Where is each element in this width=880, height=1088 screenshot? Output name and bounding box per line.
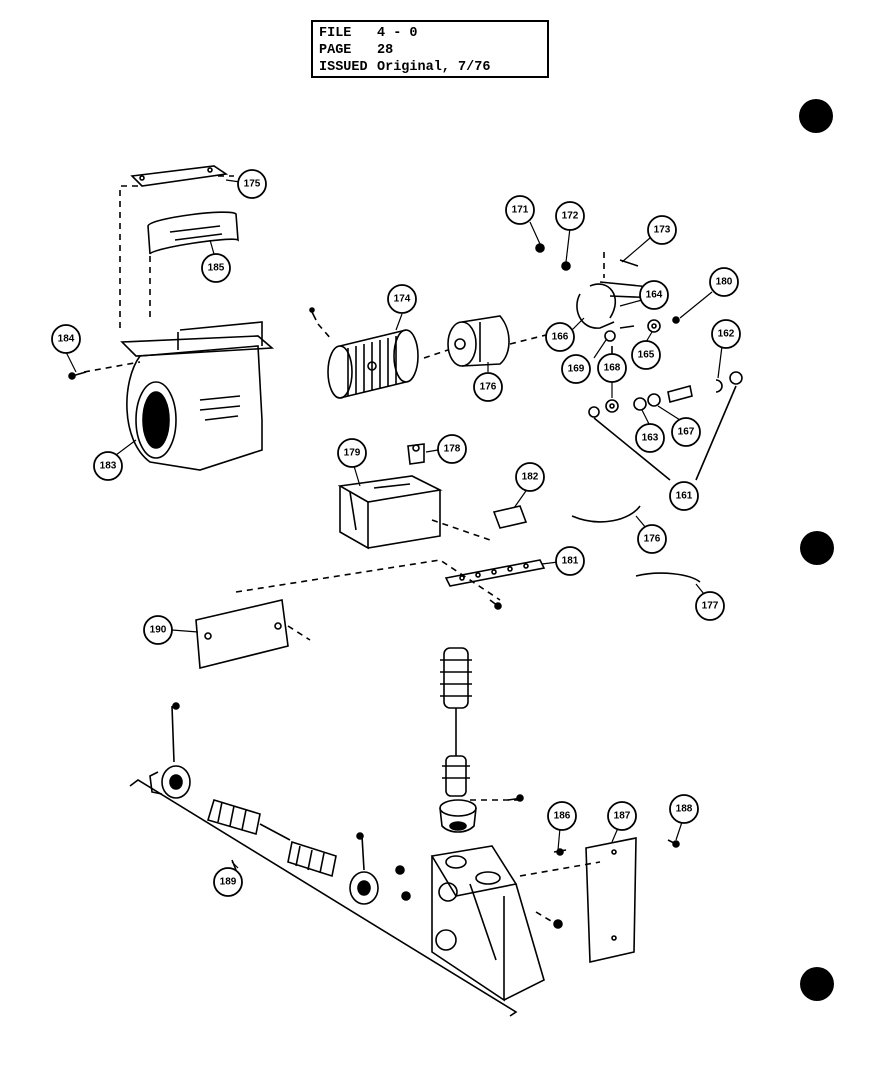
file-label: FILE <box>319 26 352 41</box>
callout-bubble <box>387 284 417 314</box>
junction-cover-plate <box>553 837 680 963</box>
callout-188: 188 <box>676 804 693 815</box>
page-label: PAGE <box>319 43 352 58</box>
callout-173: 173 <box>654 225 671 236</box>
callout-bubble <box>213 867 243 897</box>
callout-165: 165 <box>638 350 655 361</box>
callout-164: 164 <box>646 290 663 301</box>
blower-motor <box>447 315 510 367</box>
callout-bubble <box>201 253 231 283</box>
callout-172: 172 <box>562 211 579 222</box>
callout-179: 179 <box>344 448 361 459</box>
terminal-strip <box>444 559 546 610</box>
callout-bubble <box>561 354 591 384</box>
wire-arc <box>635 572 701 583</box>
callout-175: 175 <box>244 179 261 190</box>
issued-value: Original, 7/76 <box>377 60 491 75</box>
top-bracket <box>130 165 229 187</box>
callout-171: 171 <box>512 205 529 216</box>
assembly-guide-lines <box>83 175 605 925</box>
callout-bubble <box>555 546 585 576</box>
heater-element-upper <box>440 647 472 797</box>
callout-bubble <box>555 201 585 231</box>
callout-167: 167 <box>678 427 695 438</box>
callout-bubble <box>237 169 267 199</box>
callout-bubble <box>515 462 545 492</box>
callout-bubble <box>545 322 575 352</box>
callout-bubble <box>671 417 701 447</box>
callout-184: 184 <box>58 334 75 345</box>
callout-161: 161 <box>676 491 693 502</box>
callout-bubble <box>711 319 741 349</box>
callout-bubble <box>637 524 667 554</box>
nut-fitting <box>439 794 524 833</box>
callout-bubble <box>669 481 699 511</box>
capacitor <box>492 505 528 529</box>
callout-bubble <box>695 591 725 621</box>
callout-bubble <box>635 423 665 453</box>
page-value: 28 <box>377 43 394 58</box>
callout-bubble <box>473 372 503 402</box>
blower-wheel <box>309 307 419 399</box>
blower-cover <box>147 211 239 255</box>
callout-bubble <box>669 794 699 824</box>
callout-bubbles <box>51 169 741 897</box>
callout-bubble <box>143 615 173 645</box>
callout-187: 187 <box>614 811 631 822</box>
callout-bubble <box>607 801 637 831</box>
callout-166: 166 <box>552 332 569 343</box>
callout-bubble <box>505 195 535 225</box>
callout-bubble <box>51 324 81 354</box>
callout-162: 162 <box>718 329 735 340</box>
callout-183: 183 <box>100 461 117 472</box>
file-info-box: FILE 4 - 0 PAGE 28 ISSUED Original, 7/76 <box>311 20 549 78</box>
heater-manifold-block <box>430 845 545 1002</box>
callout-182: 182 <box>522 472 539 483</box>
callout-bubble <box>337 438 367 468</box>
callout-178: 178 <box>444 444 461 455</box>
heater-element-lower <box>129 702 518 1017</box>
callout-bubble <box>597 353 627 383</box>
callout-163: 163 <box>642 433 659 444</box>
callout-bubble <box>639 280 669 310</box>
binder-hole <box>800 531 834 565</box>
callout-186: 186 <box>554 811 571 822</box>
callout-bubble <box>631 340 661 370</box>
callout-176b: 176 <box>644 534 661 545</box>
file-value: 4 - 0 <box>377 26 418 41</box>
callout-bubble <box>437 434 467 464</box>
callout-180: 180 <box>716 277 733 288</box>
callout-185: 185 <box>208 263 225 274</box>
blower-housing <box>120 321 275 471</box>
issued-label: ISSUED <box>319 60 368 75</box>
callout-leaders <box>65 179 723 869</box>
access-panel <box>195 599 289 670</box>
callout-bubble <box>709 267 739 297</box>
callout-181: 181 <box>562 556 579 567</box>
binder-hole <box>799 99 833 133</box>
callout-168: 168 <box>604 363 621 374</box>
callout-189: 189 <box>220 877 237 888</box>
binder-hole <box>800 967 834 1001</box>
screw <box>68 371 87 380</box>
callout-bubble <box>93 451 123 481</box>
callout-169: 169 <box>568 364 585 375</box>
callout-bubble <box>647 215 677 245</box>
callout-174: 174 <box>394 294 411 305</box>
callout-bubble <box>547 801 577 831</box>
callout-177: 177 <box>702 601 719 612</box>
control-box <box>337 443 443 550</box>
wire-arc <box>571 505 641 523</box>
callout-190: 190 <box>150 625 167 636</box>
callout-176: 176 <box>480 382 497 393</box>
